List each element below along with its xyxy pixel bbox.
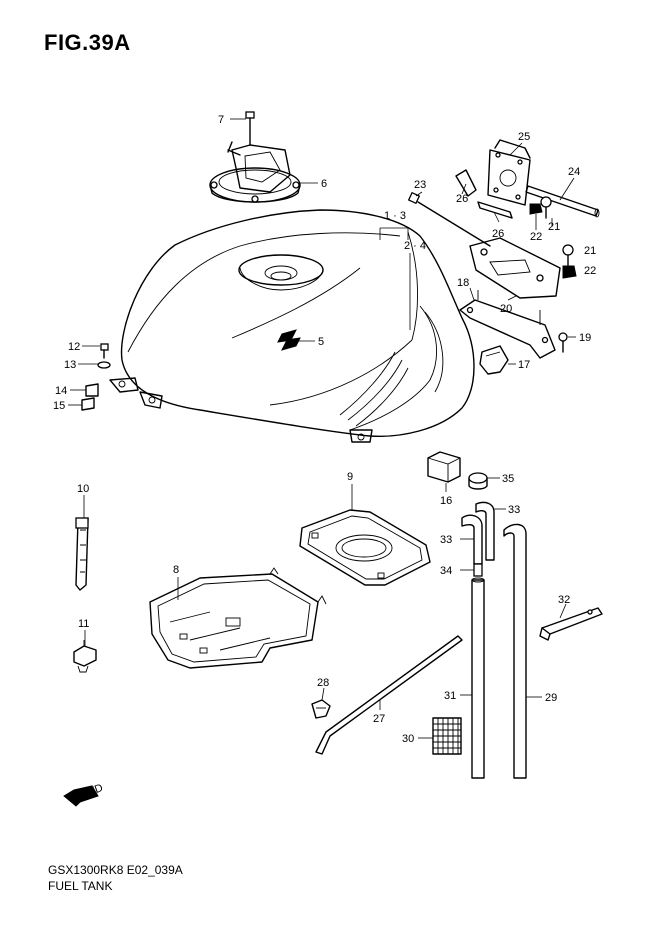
callout-7[interactable]: 7 xyxy=(218,114,224,126)
callout-25[interactable]: 25 xyxy=(518,131,530,143)
callout-29[interactable]: 29 xyxy=(545,692,557,704)
callout-16[interactable]: 16 xyxy=(440,495,452,507)
callout-19[interactable]: 19 xyxy=(579,332,591,344)
pin-24[interactable] xyxy=(525,185,600,218)
callout-6[interactable]: 6 xyxy=(321,178,327,190)
callout-30[interactable]: 30 xyxy=(402,733,414,745)
nut-22-lower[interactable] xyxy=(562,265,577,279)
clip-26-lower[interactable] xyxy=(477,201,513,219)
callout-32[interactable]: 32 xyxy=(558,594,570,606)
figure-name: FUEL TANK xyxy=(48,879,113,893)
fuel-tank[interactable] xyxy=(109,209,475,443)
callout-27[interactable]: 27 xyxy=(373,713,385,725)
callout-17[interactable]: 17 xyxy=(518,359,530,371)
callout-12[interactable]: 12 xyxy=(68,341,80,353)
callout-11[interactable]: 11 xyxy=(78,618,89,630)
callout-labels: 7 6 1 · 3 2 · 4 5 12 13 14 15 25 24 23 2… xyxy=(53,114,596,745)
cushion-35[interactable] xyxy=(468,472,488,490)
leader-lines xyxy=(68,118,576,739)
callout-33-upper[interactable]: 33 xyxy=(508,504,520,516)
bolt-12[interactable] xyxy=(100,343,109,359)
callout-31[interactable]: 31 xyxy=(444,690,456,702)
bolt-19[interactable] xyxy=(558,332,568,353)
figure-title: FIG.39A xyxy=(44,30,131,55)
callout-35[interactable]: 35 xyxy=(502,473,514,485)
bolt-7[interactable] xyxy=(245,111,255,146)
bolt-21-lower[interactable] xyxy=(562,244,574,266)
callout-10[interactable]: 10 xyxy=(77,483,89,495)
callout-1-3[interactable]: 1 · 3 xyxy=(384,210,406,222)
callout-22-upper[interactable]: 22 xyxy=(530,231,542,243)
callout-20[interactable]: 20 xyxy=(500,303,512,315)
figure-code: GSX1300RK8 E02_039A xyxy=(48,863,183,877)
joint-34[interactable] xyxy=(473,563,483,577)
cushion-16[interactable] xyxy=(427,451,461,483)
callout-26-upper[interactable]: 26 xyxy=(456,193,468,205)
bracket-32[interactable] xyxy=(539,607,603,641)
damper-17[interactable] xyxy=(479,345,509,375)
nut-22-upper[interactable] xyxy=(529,203,543,215)
callout-9[interactable]: 9 xyxy=(347,471,353,483)
rod-27[interactable] xyxy=(315,635,463,755)
callout-18[interactable]: 18 xyxy=(457,277,469,289)
fuel-cap-assembly[interactable] xyxy=(209,141,301,203)
collar-15[interactable] xyxy=(81,397,95,411)
bolt-21-upper[interactable] xyxy=(540,196,552,219)
callout-21-lower[interactable]: 21 xyxy=(584,245,596,257)
hose-31[interactable] xyxy=(471,577,485,779)
hose-29[interactable] xyxy=(503,523,527,779)
cushion-14[interactable] xyxy=(85,383,99,397)
callout-2-4[interactable]: 2 · 4 xyxy=(404,240,426,252)
pad-30[interactable] xyxy=(432,717,462,755)
plate-9[interactable] xyxy=(299,509,431,586)
callout-23[interactable]: 23 xyxy=(414,179,426,191)
callout-24[interactable]: 24 xyxy=(568,166,580,178)
suzuki-logo-icon xyxy=(277,329,301,351)
hose-33-upper[interactable] xyxy=(475,501,495,561)
callout-26-lower[interactable]: 26 xyxy=(492,228,504,240)
callout-28[interactable]: 28 xyxy=(317,677,329,689)
bracket-20[interactable] xyxy=(469,237,561,299)
callout-14[interactable]: 14 xyxy=(55,385,67,397)
clamp-11[interactable] xyxy=(73,640,97,673)
cover-8[interactable] xyxy=(149,567,327,669)
callout-21-upper[interactable]: 21 xyxy=(548,221,560,233)
washer-13[interactable] xyxy=(97,361,111,369)
band-10[interactable] xyxy=(75,517,89,591)
callout-33-lower[interactable]: 33 xyxy=(440,534,452,546)
callout-22-lower[interactable]: 22 xyxy=(584,265,596,277)
callout-8[interactable]: 8 xyxy=(173,564,179,576)
forward-arrow-icon: FWD xyxy=(63,782,105,807)
clip-28[interactable] xyxy=(311,699,331,719)
callout-34[interactable]: 34 xyxy=(440,565,452,577)
callout-13[interactable]: 13 xyxy=(64,359,76,371)
bracket-18[interactable] xyxy=(459,290,556,359)
callout-15[interactable]: 15 xyxy=(53,400,65,412)
callout-5[interactable]: 5 xyxy=(318,336,324,348)
hose-33-lower[interactable] xyxy=(461,514,483,565)
bracket-25[interactable] xyxy=(487,139,531,206)
